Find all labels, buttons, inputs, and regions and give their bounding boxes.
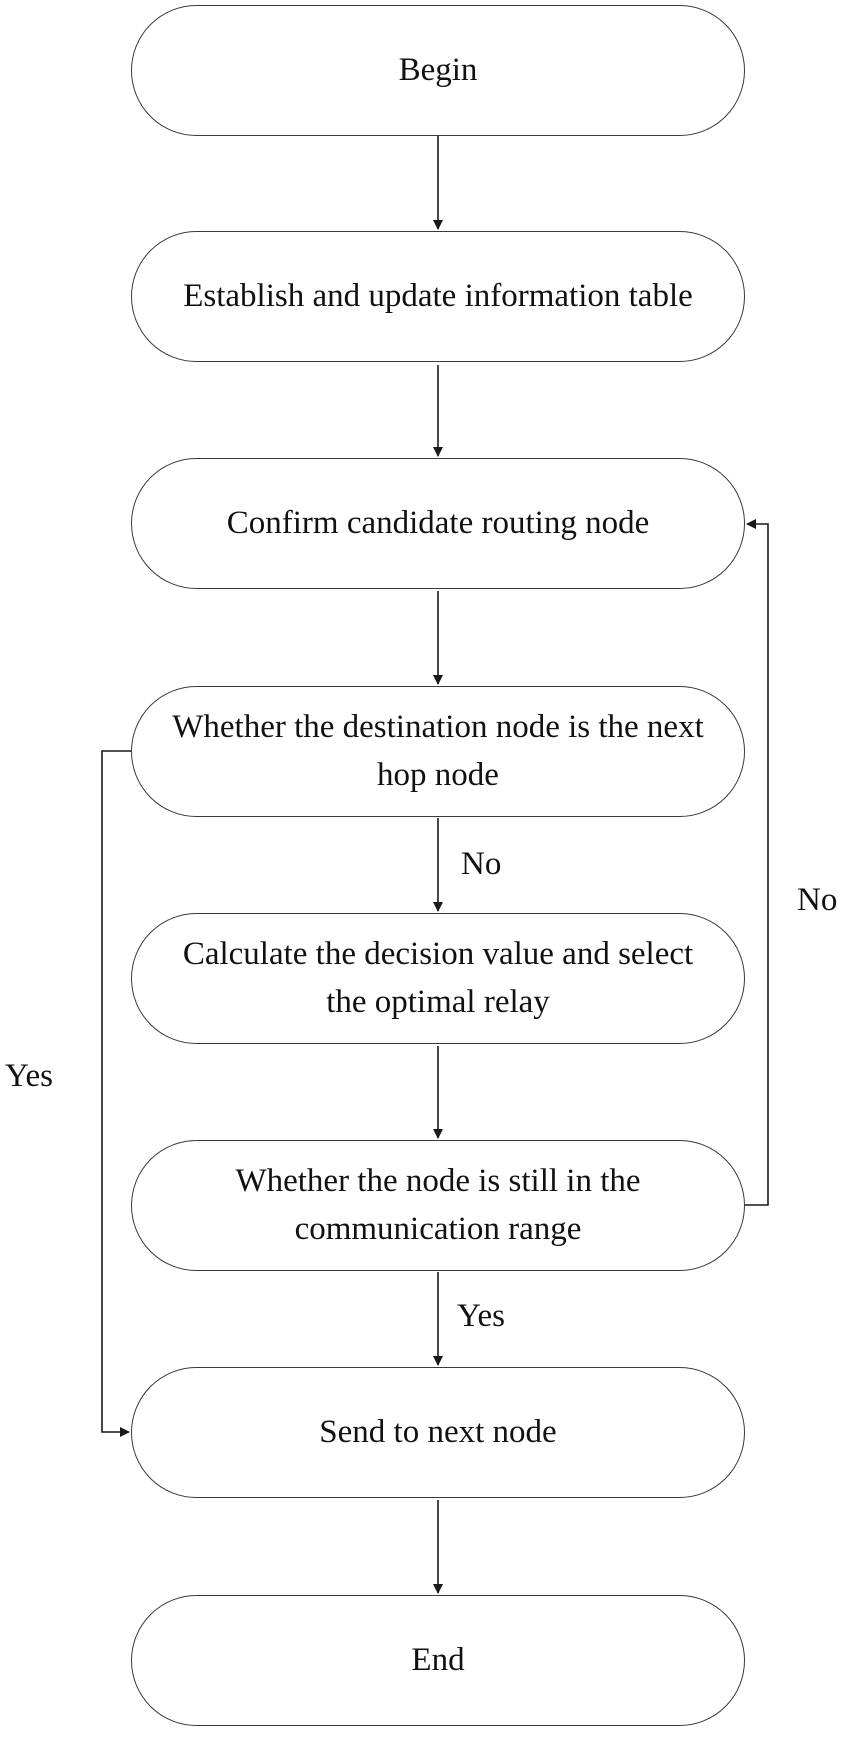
arrow-no-loop-back [745,519,769,1206]
end-node: End [131,1595,745,1726]
range-check-label: Whether the node is still in the communi… [235,1162,641,1247]
send-to-next-node: Send to next node [131,1367,745,1498]
edge-label-yes-direct-send: Yes [5,1058,54,1094]
destination-check-node: Whether the destination node is the next… [131,686,745,817]
begin-node: Begin [131,5,745,136]
establish-update-table-node: Establish and update information table [131,231,745,362]
calculate-decision-node: Calculate the decision value and select … [131,913,745,1044]
confirm-candidate-label: Confirm candidate routing node [226,504,650,541]
destination-check-label: Whether the destination node is the next… [172,708,704,793]
confirm-candidate-node: Confirm candidate routing node [131,458,745,589]
begin-node-label: Begin [398,51,478,88]
edge-label-no-loop-back: No [797,882,838,918]
calculate-decision-label: Calculate the decision value and select … [182,935,694,1020]
edge-label-yes-in-range: Yes [457,1298,506,1334]
arrow-yes-direct-send [101,750,131,1437]
end-node-label: End [411,1641,465,1678]
send-to-next-label: Send to next node [319,1413,557,1450]
range-check-node: Whether the node is still in the communi… [131,1140,745,1271]
establish-update-table-label: Establish and update information table [183,277,693,314]
edge-label-no-destination: No [461,846,502,882]
